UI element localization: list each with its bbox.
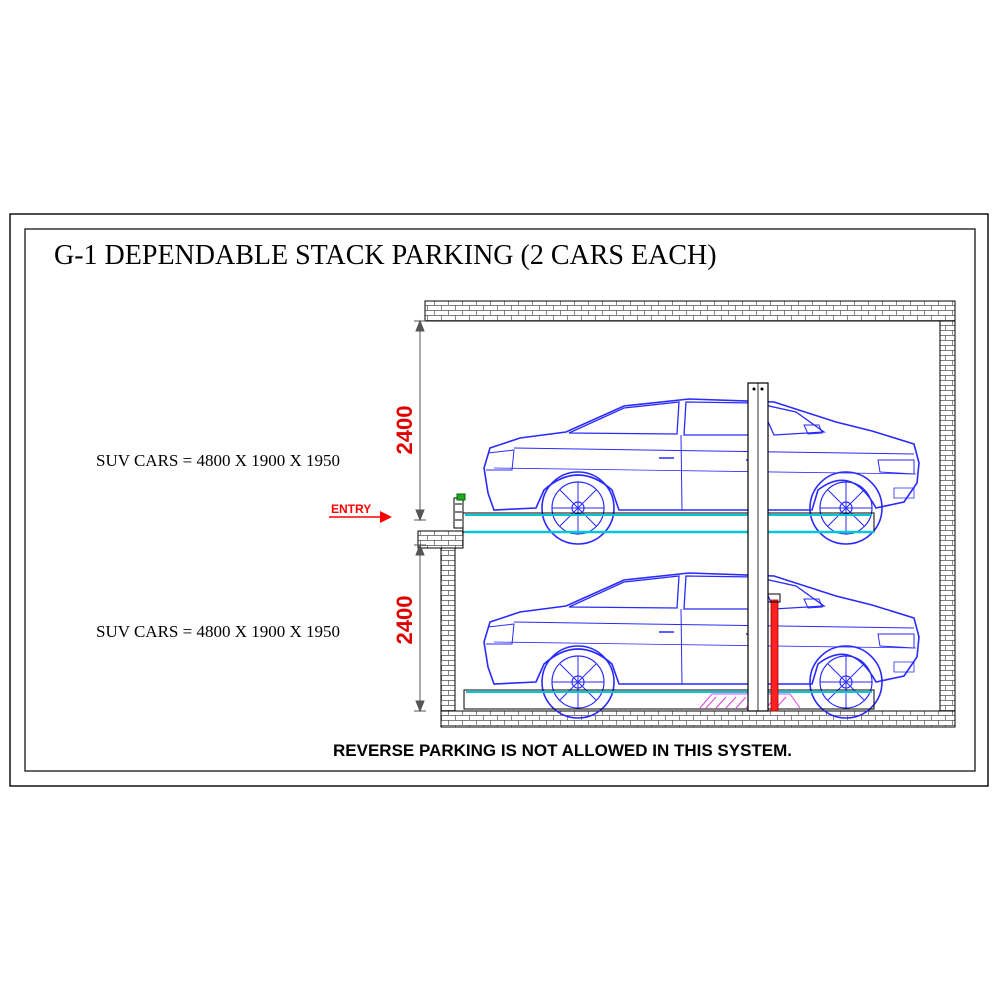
brick-left-wall xyxy=(440,547,456,728)
upper-car-label: SUV CARS = 4800 X 1900 X 1950 xyxy=(96,451,340,470)
diagram-title: G-1 DEPENDABLE STACK PARKING (2 CARS EAC… xyxy=(54,240,717,271)
entry-marker: ENTRY xyxy=(329,502,392,523)
inner-frame xyxy=(24,228,976,772)
post-bolt xyxy=(760,387,764,391)
cylinder-head xyxy=(767,593,781,603)
entry-label: ENTRY xyxy=(331,502,371,516)
post-bolt xyxy=(752,387,756,391)
outer-frame xyxy=(9,213,989,787)
entry-ledge xyxy=(417,530,464,549)
brick-roof xyxy=(424,300,956,322)
entry-arrow-icon xyxy=(380,511,392,523)
upper-height-dimension: 2400 xyxy=(392,406,417,455)
hydraulic-cylinder xyxy=(770,599,779,712)
lower-platform xyxy=(463,689,875,710)
lower-car xyxy=(483,572,920,719)
entry-bracket xyxy=(453,493,466,529)
dimension-upper xyxy=(414,319,426,522)
dimension-lower xyxy=(414,543,426,713)
lower-height-dimension: 2400 xyxy=(392,596,417,645)
brick-right-wall xyxy=(939,320,956,728)
lower-car-label: SUV CARS = 4800 X 1900 X 1950 xyxy=(96,622,340,641)
brick-floor xyxy=(440,710,956,728)
brick-pit xyxy=(417,300,956,728)
upper-car xyxy=(483,398,920,545)
reverse-parking-notice: REVERSE PARKING IS NOT ALLOWED IN THIS S… xyxy=(333,741,792,760)
